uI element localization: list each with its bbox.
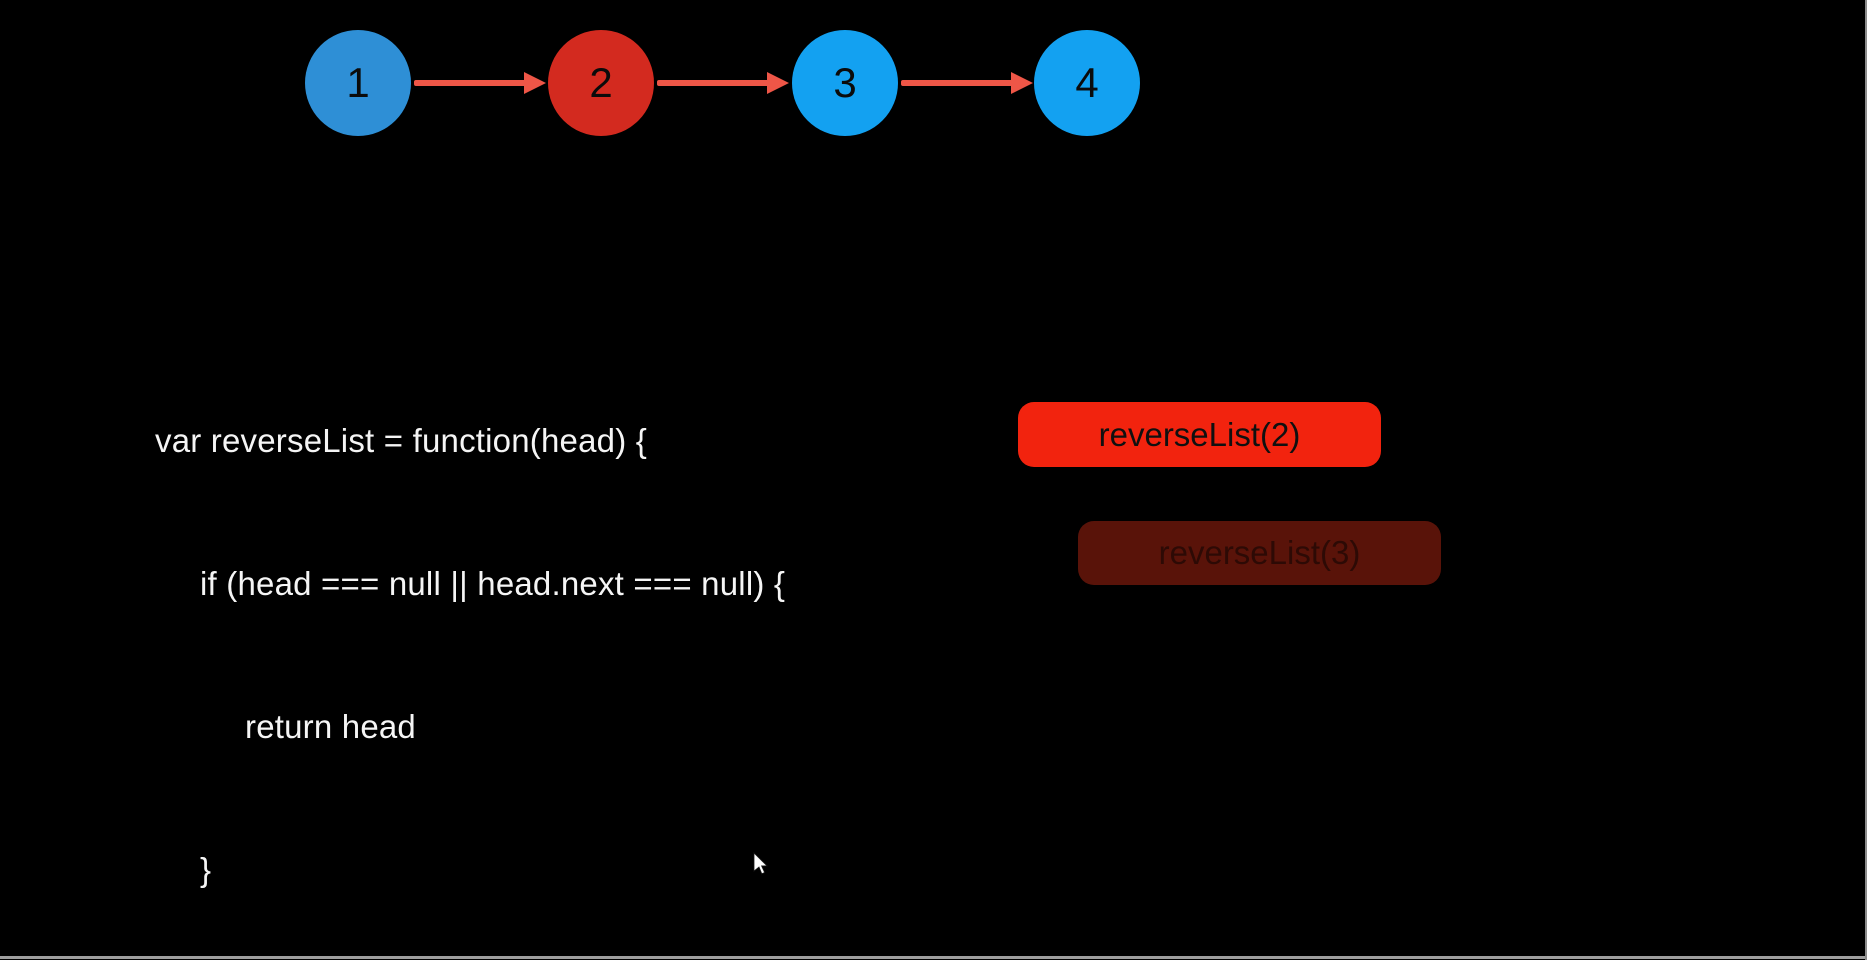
node-value: 1 [346,59,370,106]
list-node-4: 4 [1034,30,1140,136]
next-pointer-arrow-icon [414,72,546,94]
node-value: 2 [589,59,613,106]
code-line: if (head === null || head.next === null)… [200,564,786,602]
stack-frame-label: reverseList(3) [1158,534,1361,571]
mouse-cursor-icon [753,852,768,875]
arrow-head [767,72,789,94]
stack-frame-inactive: reverseList(3) [1078,521,1441,585]
next-pointer-arrow-icon [657,72,789,94]
arrow-shaft [901,80,1013,86]
code-line: } [200,850,212,888]
node-value: 4 [1075,59,1099,106]
list-node-3: 3 [792,30,898,136]
window-bottom-edge [0,956,1867,959]
window-right-edge [1865,0,1867,960]
arrow-shaft [414,80,526,86]
next-pointer-arrow-icon [901,72,1033,94]
code-line: return head [245,707,416,745]
list-node-1: 1 [305,30,411,136]
node-value: 3 [833,59,857,106]
list-node-2: 2 [548,30,654,136]
arrow-shaft [657,80,769,86]
stack-frame-label: reverseList(2) [1098,415,1301,453]
arrow-head [524,72,546,94]
arrow-head [1011,72,1033,94]
stack-frame-active: reverseList(2) [1018,402,1381,467]
code-line: var reverseList = function(head) { [155,422,647,460]
code-block: var reverseList = function(head) { if (h… [155,322,785,960]
